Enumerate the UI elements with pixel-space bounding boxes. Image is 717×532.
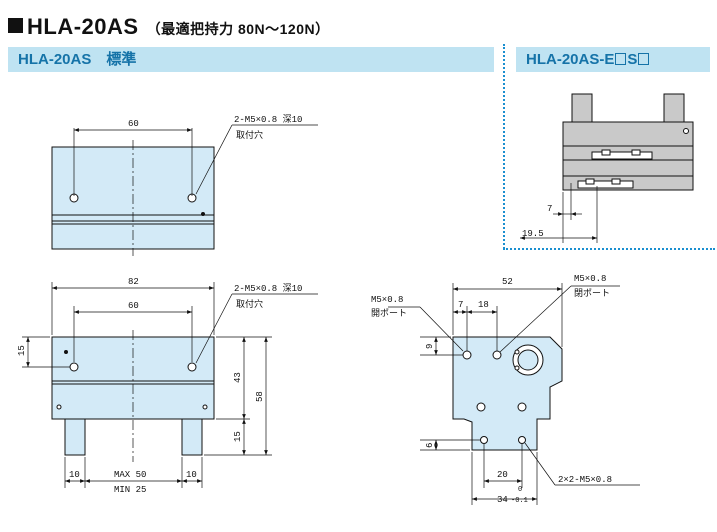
tol-lower: -0.1 (511, 497, 528, 505)
port-close-icon (492, 350, 502, 360)
mount-hole-icon (187, 362, 197, 372)
option-dim-7: 7 (547, 204, 552, 214)
standard-section-title: HLA-20AS 標準 (18, 51, 137, 68)
option-view (520, 93, 694, 243)
option-title-prefix: HLA-20AS-E (526, 51, 615, 68)
front-dim-58: 58 (255, 391, 265, 402)
front-dim-10-left: 10 (69, 470, 80, 480)
side-view (388, 283, 640, 505)
side-dim-34: 34 (497, 495, 508, 505)
front-dim-82: 82 (128, 277, 139, 287)
side-dim-18: 18 (478, 300, 489, 310)
side-dim-6: 6 (425, 443, 435, 448)
top-hole-note-2: 取付穴 (236, 129, 263, 141)
option-divider-vertical (503, 44, 505, 249)
placeholder-box-icon (638, 53, 650, 65)
option-jaw-left (571, 93, 593, 123)
front-view (22, 282, 318, 488)
close-port-label-2: 閉ポート (574, 288, 610, 299)
front-hole-note: 2-M5×0.8 深10 (234, 283, 302, 294)
stroke-max: MAX 50 (114, 470, 146, 480)
close-port-label: M5×0.8 (574, 274, 606, 284)
square-bullet-icon (8, 18, 23, 33)
front-hole-note-2: 取付穴 (236, 298, 263, 310)
sensor-slot-bottom (577, 180, 634, 189)
front-dim-43: 43 (233, 372, 243, 383)
side-dim-9: 9 (425, 344, 435, 349)
left-jaw (64, 418, 86, 456)
option-divider-horizontal (503, 248, 715, 250)
front-dim-10-right: 10 (186, 470, 197, 480)
side-dim-52: 52 (502, 277, 513, 287)
standard-section-header: HLA-20AS 標準 (8, 47, 494, 72)
mount-hole-icon (69, 362, 79, 372)
model-name: HLA-20AS (27, 14, 139, 39)
placeholder-box-icon (615, 53, 627, 65)
grip-force-subtitle: （最適把持力 80N〜120N） (146, 21, 330, 37)
open-port-label-2: 開ポート (371, 308, 407, 319)
right-jaw (181, 418, 203, 456)
side-dim-7: 7 (458, 300, 463, 310)
open-port-label: M5×0.8 (371, 295, 403, 305)
port-open-icon (462, 350, 472, 360)
option-section-header: HLA-20AS-E S (516, 47, 710, 72)
option-dim-19-5: 19.5 (522, 229, 544, 239)
sensor-slot-top (591, 151, 653, 160)
side-dim-20: 20 (497, 470, 508, 480)
stroke-min: MIN 25 (114, 485, 146, 495)
top-dim-60: 60 (128, 119, 139, 129)
front-dim-15-left: 15 (17, 345, 27, 356)
bottom-holes-note: 2×2-M5×0.8 (558, 475, 612, 485)
page-title: HLA-20AS （最適把持力 80N〜120N） (8, 14, 330, 40)
top-view (51, 124, 318, 256)
tol-upper: 0 (518, 486, 522, 494)
option-jaw-right (663, 93, 685, 123)
front-dim-15-bottom: 15 (233, 431, 243, 442)
front-dim-60: 60 (128, 301, 139, 311)
option-title-mid: S (627, 51, 638, 68)
top-hole-note: 2-M5×0.8 深10 (234, 114, 302, 125)
